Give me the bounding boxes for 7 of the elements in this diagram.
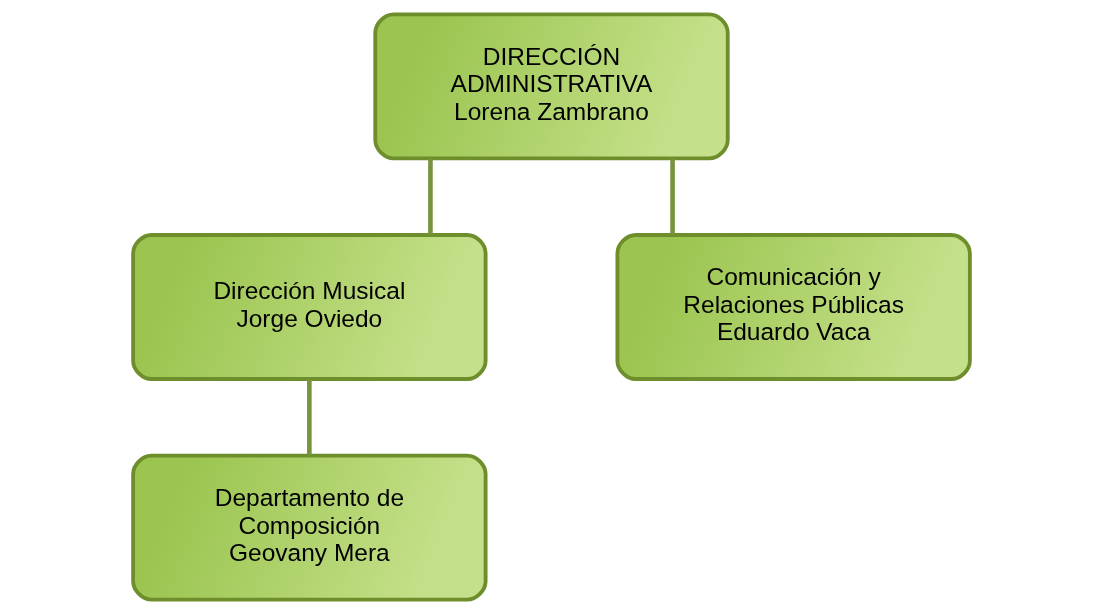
connector [669,158,675,235]
node-box: Dirección Musical Jorge Oviedo [130,233,487,381]
connector [306,379,312,456]
node-box: Departamento de Composición Geovany Mera [130,453,487,602]
connector [427,158,433,235]
node-box: Comunicación y Relaciones Públicas Eduardo Vaca [615,233,972,381]
node-box: DIRECCIÓN ADMINISTRATIVA Lorena Zambrano [372,12,730,161]
